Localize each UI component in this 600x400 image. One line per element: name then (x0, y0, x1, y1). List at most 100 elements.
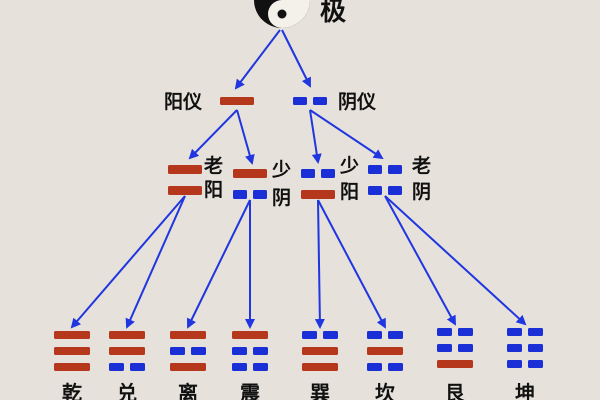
yang-line (168, 186, 202, 195)
yin-line-right (323, 331, 338, 339)
yin-line-left (507, 328, 522, 336)
shaoyang-char-1: 少 (339, 155, 359, 177)
gua-name-kan: 坎 (375, 381, 396, 400)
yin-line-left (507, 360, 522, 368)
gua-symbol-5 (302, 331, 338, 371)
line-symbols-layer (54, 97, 543, 371)
yang-yi-symbol (220, 97, 254, 105)
laoyang-char-1: 老 (204, 154, 223, 177)
yin-line-left (368, 186, 382, 195)
yang-line (170, 363, 206, 371)
gua-symbol-1 (54, 331, 90, 371)
arrow-to-gua-7 (384, 195, 456, 326)
arrow-to-gua-8 (384, 195, 527, 326)
shaoyang-symbol (301, 169, 335, 199)
yin-line-left (367, 363, 382, 371)
yin-line-right (528, 344, 543, 352)
yin-line-left (293, 97, 307, 105)
yin-line-right (388, 331, 403, 339)
yang-line (170, 331, 206, 339)
gua-name-kun: 坤 (515, 381, 535, 400)
yin-line-left (232, 347, 247, 355)
gua-symbol-6 (367, 331, 403, 371)
arrow-yin-yi-to-laoyin (309, 109, 384, 160)
yin-line-right (191, 347, 206, 355)
shaoyin-char-1: 少 (271, 159, 291, 181)
yin-line-right (388, 363, 403, 371)
yin-line-right (253, 347, 268, 355)
yin-line-right (130, 363, 145, 371)
gua-symbol-7 (437, 328, 473, 368)
arrow-to-gua-3 (187, 199, 251, 329)
gua-symbol-3 (170, 331, 206, 371)
yang-line (233, 169, 267, 178)
gua-name-qian: 乾 (62, 381, 82, 400)
laoyang-symbol (168, 165, 202, 195)
yin-line-left (109, 363, 124, 371)
laoyin-char-1: 老 (412, 154, 431, 177)
yin-line-right (388, 186, 402, 195)
arrow-to-gua-5 (314, 199, 325, 329)
yin-line-right (253, 190, 267, 199)
yang-line (168, 165, 202, 174)
yin-line-right (458, 344, 473, 352)
yin-line-right (313, 97, 327, 105)
yang-line (109, 331, 145, 339)
laoyin-symbol (368, 165, 402, 195)
yang-line (54, 347, 90, 355)
yin-line-left (437, 328, 452, 336)
arrow-to-gua-2 (125, 195, 186, 329)
shaoyang-char-2: 阳 (340, 181, 359, 203)
shaoyin-symbol (233, 169, 267, 199)
yang-line (109, 347, 145, 355)
yin-line-left (507, 344, 522, 352)
gua-name-xun: 巽 (310, 381, 330, 400)
yang-yi-label: 阳仪 (164, 91, 203, 113)
yin-line-left (368, 165, 382, 174)
yin-yi-symbol (293, 97, 327, 105)
yang-line (302, 347, 338, 355)
yin-line-left (367, 331, 382, 339)
arrow-taiji-to-yin-yi (281, 29, 311, 88)
gua-name-dui: 兑 (117, 381, 137, 400)
yin-line-right (458, 328, 473, 336)
yin-line-left (301, 169, 315, 178)
yin-line-right (253, 363, 268, 371)
gua-name-zhen: 震 (240, 381, 261, 400)
yang-line (437, 360, 473, 368)
yin-line-left (302, 331, 317, 339)
yang-line (367, 347, 403, 355)
shaoyin-char-2: 阴 (272, 187, 291, 209)
yang-line (220, 97, 254, 105)
yin-line-left (437, 344, 452, 352)
arrow-to-gua-6 (317, 199, 386, 329)
yang-line (302, 363, 338, 371)
yang-line (54, 363, 90, 371)
yin-yi-label: 阴仪 (338, 91, 377, 113)
yin-line-right (528, 328, 543, 336)
yin-line-right (321, 169, 335, 178)
gua-name-gen: 艮 (445, 381, 466, 400)
arrow-taiji-to-yang-yi (234, 29, 281, 90)
yin-line-left (233, 190, 247, 199)
gua-symbol-2 (109, 331, 145, 371)
arrow-yang-yi-to-shaoyin (236, 109, 255, 165)
yin-line-left (232, 363, 247, 371)
yang-line (301, 190, 335, 199)
gua-name-li: 离 (178, 381, 198, 400)
arrow-yang-yi-to-laoyang (188, 109, 238, 160)
gua-symbol-4 (232, 331, 268, 371)
laoyang-char-2: 阳 (204, 179, 223, 201)
gua-symbol-8 (507, 328, 543, 368)
taiji-label: 极 (320, 0, 347, 27)
yang-line (232, 331, 268, 339)
arrow-to-gua-1 (70, 195, 186, 329)
yin-line-right (388, 165, 402, 174)
yin-line-left (170, 347, 185, 355)
laoyin-char-2: 阴 (412, 181, 431, 203)
yang-line (54, 331, 90, 339)
arrow-yin-yi-to-shaoyang (309, 109, 322, 164)
yin-yang-icon (254, 0, 310, 28)
arrows-layer (70, 29, 527, 329)
